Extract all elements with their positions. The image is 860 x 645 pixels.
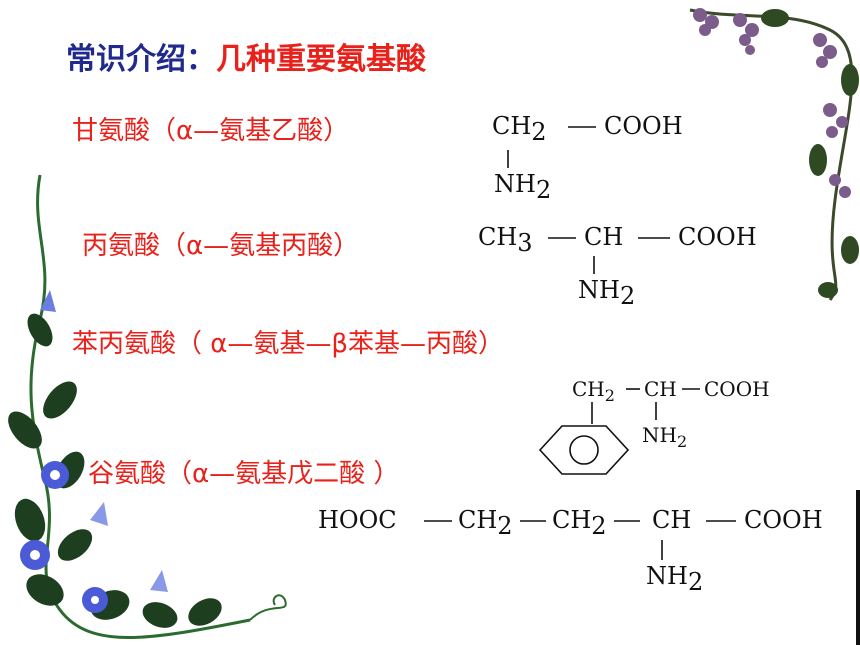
glutamic-ch: CH xyxy=(652,506,691,534)
phenylalanine-nh2: NH2 xyxy=(642,423,687,451)
alanine-nh2: NH2 xyxy=(578,276,635,310)
phenylalanine-ch2: CH2 xyxy=(572,377,615,405)
glycine-nh2: NH2 xyxy=(494,170,551,204)
page-title: 常识介绍：几种重要氨基酸 xyxy=(66,34,426,78)
glutamic-ch2b: CH2 xyxy=(552,506,607,540)
glycine-ch2: CH2 xyxy=(492,112,547,146)
amino-acid-name-glycine: 甘氨酸（α—氨基乙酸） xyxy=(72,116,350,146)
amino-acid-name-glutamic: 谷氨酸（α—氨基戊二酸 ） xyxy=(88,459,400,489)
glutamic-ch2a: CH2 xyxy=(458,506,513,540)
glutamic-hooc: HOOC xyxy=(318,506,397,534)
glycine-cooh: COOH xyxy=(604,112,683,140)
benzene-ring-inner-icon xyxy=(569,435,599,465)
amino-acid-name-alanine: 丙氨酸（α—氨基丙酸） xyxy=(82,231,360,261)
alanine-cooh: COOH xyxy=(678,223,757,251)
phenylalanine-ch: CH xyxy=(644,377,677,401)
amino-acid-name-phenylalanine: 苯丙氨酸（ α—氨基—β苯基—丙酸） xyxy=(72,329,504,359)
glutamic-cooh: COOH xyxy=(744,506,823,534)
benzene-ring-icon xyxy=(538,425,630,475)
alanine-ch3: CH3 xyxy=(478,223,533,257)
phenylalanine-cooh: COOH xyxy=(704,377,770,401)
formula-phenylalanine: CH2 CH COOH NH2 xyxy=(538,377,770,475)
glutamic-nh2: NH2 xyxy=(646,562,703,596)
alanine-ch: CH xyxy=(584,223,623,251)
formula-glutamic: HOOC CH2 CH2 CH COOH NH2 xyxy=(318,506,823,596)
title-prefix: 常识介绍： xyxy=(66,42,216,77)
formula-alanine: CH3 CH COOH NH2 xyxy=(478,223,757,310)
formula-glycine: CH2 COOH NH2 xyxy=(492,112,683,204)
title-main: 几种重要氨基酸 xyxy=(216,42,426,77)
